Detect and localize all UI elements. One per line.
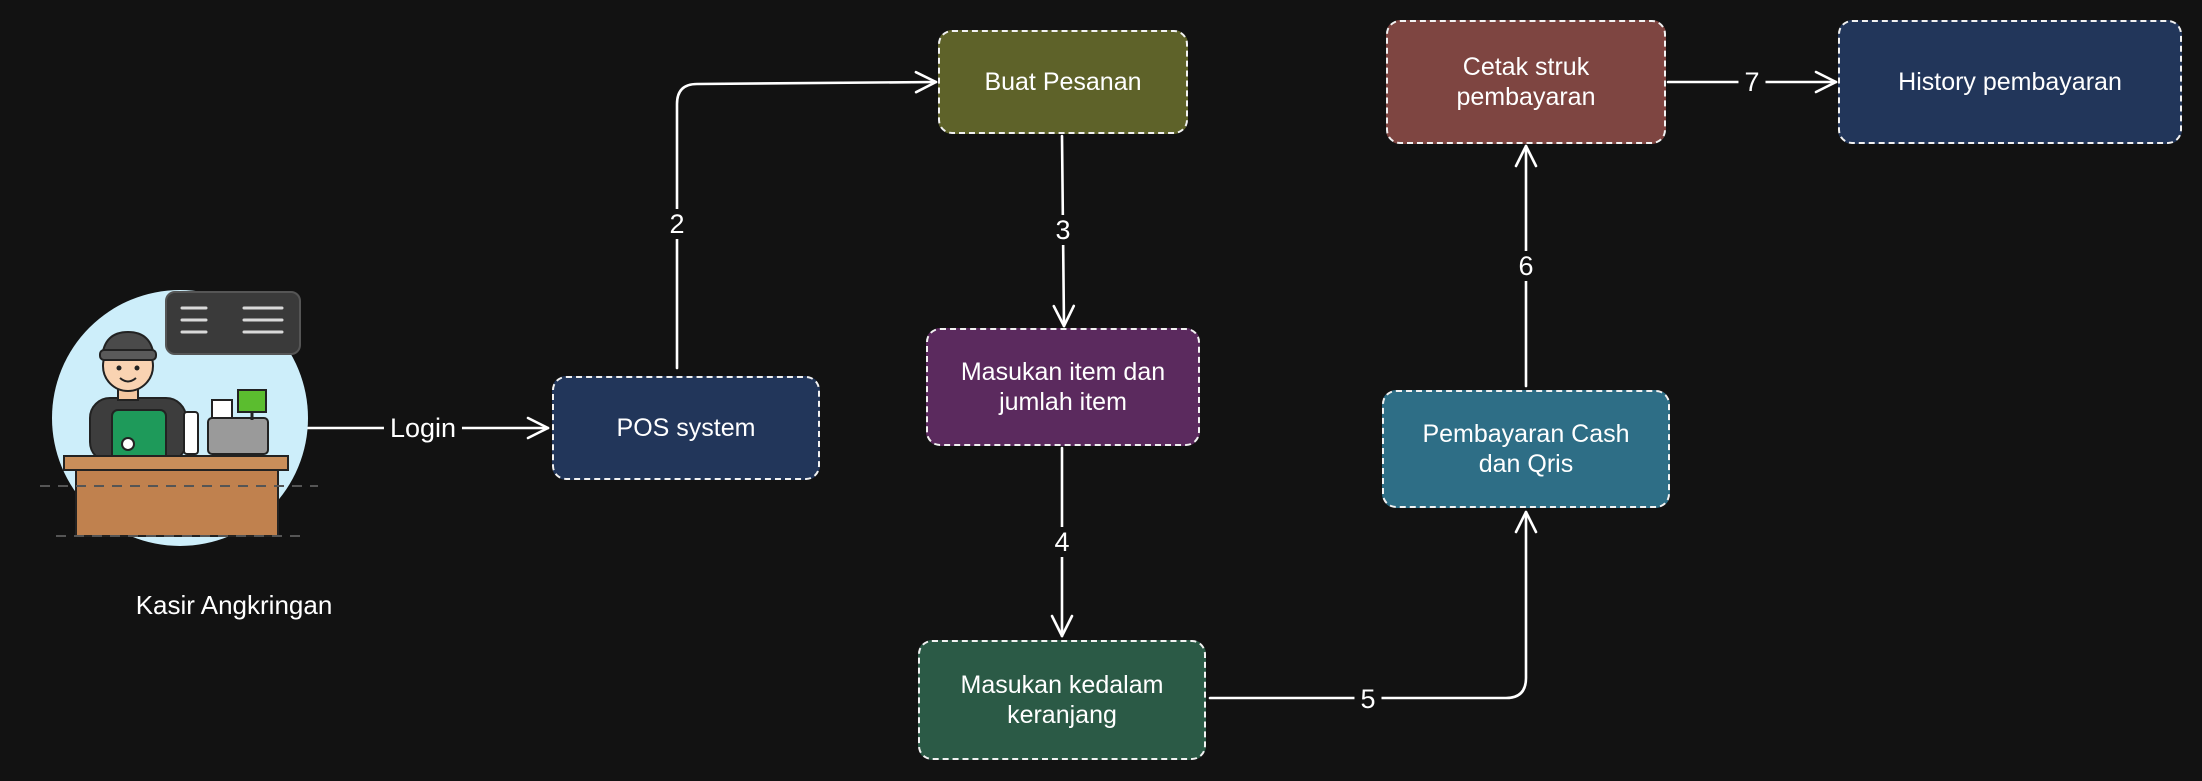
cashier-illustration bbox=[40, 290, 318, 546]
node-label: POS system bbox=[616, 414, 756, 442]
node-buat-pesanan[interactable]: Buat Pesanan bbox=[938, 30, 1188, 134]
node-pos-system[interactable]: POS system bbox=[552, 376, 820, 480]
edge-label-2: 2 bbox=[663, 209, 691, 239]
actor-label: Kasir Angkringan bbox=[135, 590, 333, 620]
node-masukan-item[interactable]: Masukan item dan jumlah item bbox=[926, 328, 1200, 446]
edge-label-7: 7 bbox=[1738, 67, 1766, 97]
edge-label-login: Login bbox=[383, 413, 463, 443]
node-label: Cetak struk pembayaran bbox=[1456, 53, 1596, 111]
edge-5 bbox=[1208, 510, 1538, 700]
node-label: Pembayaran Cash dan Qris bbox=[1422, 420, 1630, 478]
edge-label-4: 4 bbox=[1048, 527, 1076, 557]
node-pembayaran[interactable]: Pembayaran Cash dan Qris bbox=[1382, 390, 1670, 508]
node-label: History pembayaran bbox=[1898, 68, 2122, 96]
edge-label-6: 6 bbox=[1512, 251, 1540, 281]
node-history-pembayaran[interactable]: History pembayaran bbox=[1838, 20, 2182, 144]
node-masukan-keranjang[interactable]: Masukan kedalam keranjang bbox=[918, 640, 1206, 760]
edge-label-5: 5 bbox=[1354, 684, 1382, 714]
node-label: Masukan item dan jumlah item bbox=[960, 358, 1166, 416]
edge-label-3: 3 bbox=[1049, 215, 1077, 245]
node-label: Buat Pesanan bbox=[984, 68, 1142, 96]
node-label: Masukan kedalam keranjang bbox=[960, 671, 1164, 729]
node-cetak-struk[interactable]: Cetak struk pembayaran bbox=[1386, 20, 1666, 144]
edge-2 bbox=[675, 70, 938, 370]
